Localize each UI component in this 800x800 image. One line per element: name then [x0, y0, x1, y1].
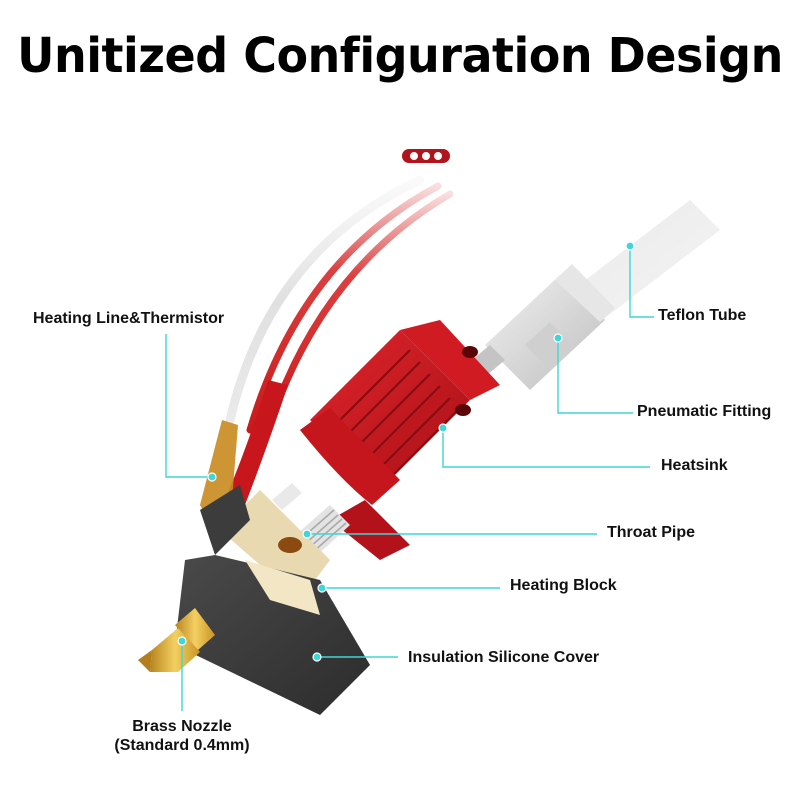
label-heatsink: Heatsink [661, 457, 728, 474]
pneumatic-fitting-shape [460, 264, 615, 390]
label-insulation-silicone-cover: Insulation Silicone Cover [408, 649, 600, 666]
brass-nozzle-shape [138, 608, 215, 672]
label-pneumatic-fitting: Pneumatic Fitting [637, 403, 772, 420]
dot [434, 152, 442, 160]
page-title: Unitized Configuration Design [17, 26, 783, 84]
leader-dots [177, 241, 635, 662]
silicone-cover-shape [175, 485, 370, 715]
label-heating-block: Heating Block [510, 577, 617, 594]
label-teflon-tube: Teflon Tube [658, 307, 747, 324]
leader-lines [165, 246, 654, 711]
heatsink-shape [300, 320, 500, 560]
dot [410, 152, 418, 160]
label-brass-nozzle-spec: (Standard 0.4mm) [114, 737, 250, 754]
dot [422, 152, 430, 160]
three-dots-icon [402, 149, 450, 163]
label-heating-line-thermistor: Heating Line&Thermistor [33, 310, 225, 327]
label-throat-pipe: Throat Pipe [607, 524, 696, 541]
label-brass-nozzle: Brass Nozzle (Standard 0.4mm) [97, 717, 267, 755]
label-brass-nozzle-name: Brass Nozzle [132, 718, 232, 735]
